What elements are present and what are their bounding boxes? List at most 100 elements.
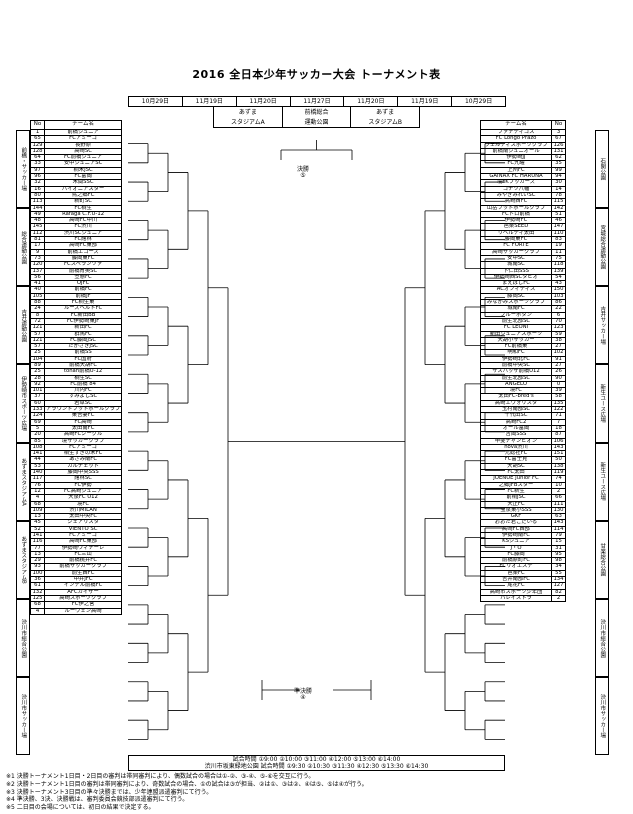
team-number: 35 [551, 160, 566, 168]
team-name: 鳥之郷FC [43, 191, 123, 200]
team-name: FCスペランツァ [43, 261, 123, 269]
schedule-line: 試合時間 ①9:00 ②10:00 ③11:00 ④12:00 ⑤13:00 ⑥… [232, 756, 401, 763]
team-name: FC藤岡JSC [43, 336, 123, 345]
team-name: tonan前橋U-12 [43, 368, 123, 376]
team-number: 95 [551, 550, 566, 559]
team-name: シェアリスタ [43, 519, 123, 527]
team-name: FCアミーゴ [43, 531, 123, 540]
team-number: 22 [551, 305, 566, 313]
team-name: 前橋育英SC [43, 267, 123, 275]
team-name: インテル前橋FC [43, 582, 123, 590]
team-number: 110 [551, 229, 566, 238]
block-label: 渋川市総合公園 [16, 598, 30, 677]
team-number: 31 [551, 544, 566, 552]
team-number: 126 [551, 141, 566, 149]
team-number: 0 [551, 380, 566, 389]
team-name: 前生西FC [43, 569, 123, 578]
team-number: 142 [551, 204, 566, 212]
date-cell: 11月19日 [183, 97, 237, 106]
team-number: 134 [551, 576, 566, 584]
team-number: 62 [551, 154, 566, 162]
final-match-number: ⑤ [300, 172, 306, 179]
team-name: FC館林 [43, 236, 123, 244]
team-name: 前橋サッカークラブ [43, 563, 123, 571]
team-number: 75 [551, 254, 566, 263]
team-number: 19 [551, 242, 566, 250]
team-number: 143 [551, 519, 566, 527]
team-name: 高崎FCシーグル [43, 431, 123, 439]
venue-header: あずま スタジアムA 前橋総合 運動公園 あずま スタジアムB [213, 106, 421, 128]
team-name: 長野原 [43, 141, 123, 149]
team-name: FC新田BB [43, 311, 123, 319]
team-name: 前橋ジュニア [43, 128, 123, 137]
team-number: 115 [551, 198, 566, 206]
team-number: 138 [551, 462, 566, 471]
team-number: 151 [551, 450, 566, 458]
block-label: 新生ユース広場 [595, 364, 609, 443]
team-number: 102 [551, 349, 566, 357]
team-name: 大泉FC U12 [43, 494, 123, 502]
team-name: Rafaga C.F.U-12 [43, 210, 123, 219]
team-number: 83 [551, 236, 566, 244]
team-name: 高崎SC [43, 147, 123, 156]
team-number: 43 [551, 280, 566, 288]
team-number: 2 [551, 594, 566, 603]
block-label: 石関公園 [595, 130, 609, 209]
team-number: 139 [551, 267, 566, 275]
team-number: 67 [551, 135, 566, 143]
team-number: 78 [551, 191, 566, 200]
team-number: 58 [551, 393, 566, 401]
team-number: 87 [551, 431, 566, 439]
block-label: 渋川市サッカー場 [16, 676, 30, 755]
team-name: 前橋SS [43, 349, 123, 357]
team-number: 46 [551, 217, 566, 225]
team-name: 高崎スポーツクラブ [43, 594, 123, 603]
block-label: 前橋・サッカー場 [16, 130, 30, 209]
block-label: 宮城総合運動公園 [595, 208, 609, 287]
team-name: OJFC [43, 280, 123, 288]
date-cell: 11月27日 [291, 97, 345, 106]
team-name: 境サッカークラブ [43, 437, 123, 445]
final-label: 決勝 [296, 166, 309, 173]
block-label: 渋川市総合公園 [595, 598, 609, 677]
